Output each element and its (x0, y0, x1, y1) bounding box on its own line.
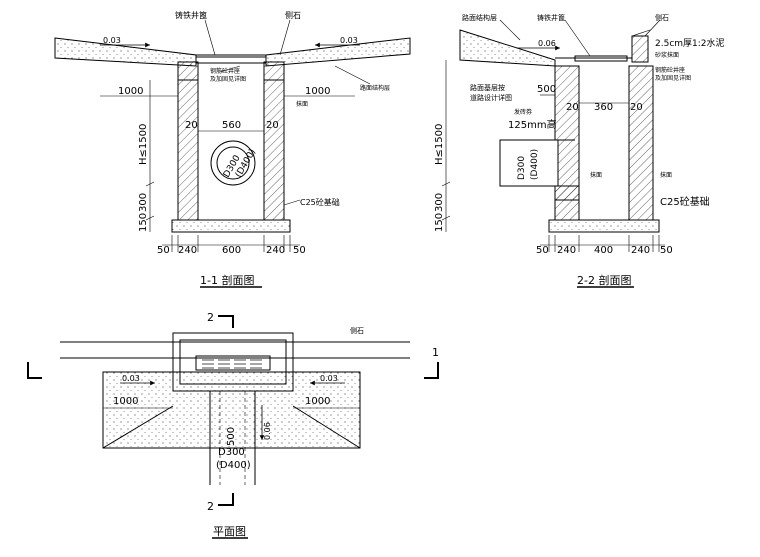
dim-500-plan: 500 (226, 427, 237, 446)
wall-right (263, 79, 285, 221)
slope-right-1: 0.03 (340, 36, 358, 45)
pipe-d-plan: D300 (218, 447, 245, 458)
dim-wall-right-1: 20 (266, 120, 279, 131)
label-arch-2: 125mm高 (508, 118, 557, 131)
label-mortar-2: 砂浆抹面 (655, 51, 679, 59)
dim-1000-right-plan: 1000 (305, 396, 330, 407)
slope-2: 0.06 (538, 39, 556, 48)
label-cover-2: 铸铁井篦 (537, 13, 565, 22)
dim-300-2: 300 (434, 193, 445, 212)
pipe-2 (499, 139, 559, 187)
bdim-1-b: 240 (178, 245, 197, 256)
wall-left (177, 79, 199, 221)
pipe-d-2: D300 (517, 156, 527, 180)
frame-right (263, 61, 285, 81)
cast-iron-grate (195, 56, 267, 64)
bdim-1-e: 50 (293, 245, 306, 256)
dim-150-2: 150 (434, 213, 445, 232)
slope-down-plan: 0.06 (263, 422, 272, 440)
dim-1000-left-plan: 1000 (113, 396, 138, 407)
label-frame-2: 钢筋砼井座 (655, 66, 685, 74)
pipe-inner (216, 146, 250, 180)
curb-stone (631, 35, 649, 63)
slope-right-plan: 0.03 (320, 374, 338, 383)
label-plaster-1: 抹面 (296, 100, 308, 108)
cut-1: 1 (432, 346, 439, 359)
road-area (102, 371, 361, 449)
label-frame-1b: 及加固见详图 (210, 75, 246, 83)
dim-height-1: H≤1500 (138, 124, 149, 165)
frame-left (177, 61, 199, 81)
label-curb-1: 侧石 (285, 10, 301, 20)
dim-wall-right-2: 20 (630, 102, 643, 113)
dim-wall-left-1: 20 (185, 120, 198, 131)
c25-base (171, 219, 291, 233)
slope-left-plan: 0.03 (122, 374, 140, 383)
c25-base-2 (548, 219, 660, 233)
bdim-1-d: 240 (266, 245, 285, 256)
title-plan: 平面图 (213, 525, 246, 538)
label-pavement-1: 路面结构层 (360, 84, 390, 92)
label-plaster-2b: 抹面 (660, 171, 672, 179)
title-2-2: 2-2 剖面图 (577, 273, 631, 287)
section-2-2 (441, 19, 665, 288)
dim-1000-left: 1000 (118, 86, 143, 97)
bdim-2-a: 50 (536, 245, 549, 256)
road-surface-left (54, 37, 197, 67)
bdim-2-c: 400 (594, 245, 613, 256)
dim-150-1: 150 (138, 213, 149, 232)
wall-right-2 (628, 65, 654, 221)
road-surface-right (265, 37, 411, 67)
grate-slots (195, 355, 271, 371)
label-frame-2b: 及加固见详图 (655, 74, 691, 82)
bdim-2-b: 240 (557, 245, 576, 256)
section-2-2-text: 路面结构层 铸铁井篦 侧石 2.5cm厚1:2水泥 砂浆抹面 钢筋砼井座 及加固… (434, 13, 725, 287)
arch-brick (554, 185, 580, 201)
dim-wall-left-2: 20 (566, 102, 579, 113)
cut-2-bottom: 2 (207, 500, 214, 513)
bdim-2-e: 50 (660, 245, 673, 256)
label-mortar: 2.5cm厚1:2水泥 (655, 37, 725, 49)
cast-iron-grate-2 (574, 55, 628, 62)
dim-height-2: H≤1500 (434, 124, 445, 165)
title-1-1: 1-1 剖面图 (200, 273, 254, 287)
label-arch: 发砖券 (514, 108, 532, 116)
dim-inner-2: 360 (594, 102, 613, 113)
label-subbase: 路面基层按 (470, 83, 505, 92)
label-base-1: C25砼基础 (300, 197, 340, 207)
plan-text: 2 2 1 侧石 0.03 0.03 1000 1000 500 0.06 D3… (113, 311, 439, 538)
label-curb-plan: 侧石 (350, 326, 364, 335)
label-base-2: C25砼基础 (660, 195, 710, 208)
pipe-d2-2: (D400) (530, 149, 540, 180)
cut-2-top: 2 (207, 311, 214, 324)
bdim-1-c: 600 (222, 245, 241, 256)
dim-300-1: 300 (138, 193, 149, 212)
label-plaster-2a: 抹面 (590, 171, 602, 179)
slope-left-1: 0.03 (103, 36, 121, 45)
dim-inner-1: 560 (222, 120, 241, 131)
label-subbase-2: 道路设计详图 (470, 93, 512, 102)
label-pavement-2: 路面结构层 (462, 13, 497, 22)
plan-view (27, 315, 439, 539)
section-1-1 (54, 19, 411, 288)
pipe-outer (210, 140, 256, 186)
dim-500-2: 500 (537, 84, 556, 95)
bdim-2-d: 240 (631, 245, 650, 256)
dim-1000-right: 1000 (305, 86, 330, 97)
label-cover-1: 铸铁井篦 (175, 10, 207, 20)
bdim-1-a: 50 (157, 245, 170, 256)
pipe-d2-plan: (D400) (216, 460, 251, 471)
label-frame-1: 钢筋砼井座 (210, 67, 240, 75)
label-curb-2: 侧石 (655, 13, 669, 22)
